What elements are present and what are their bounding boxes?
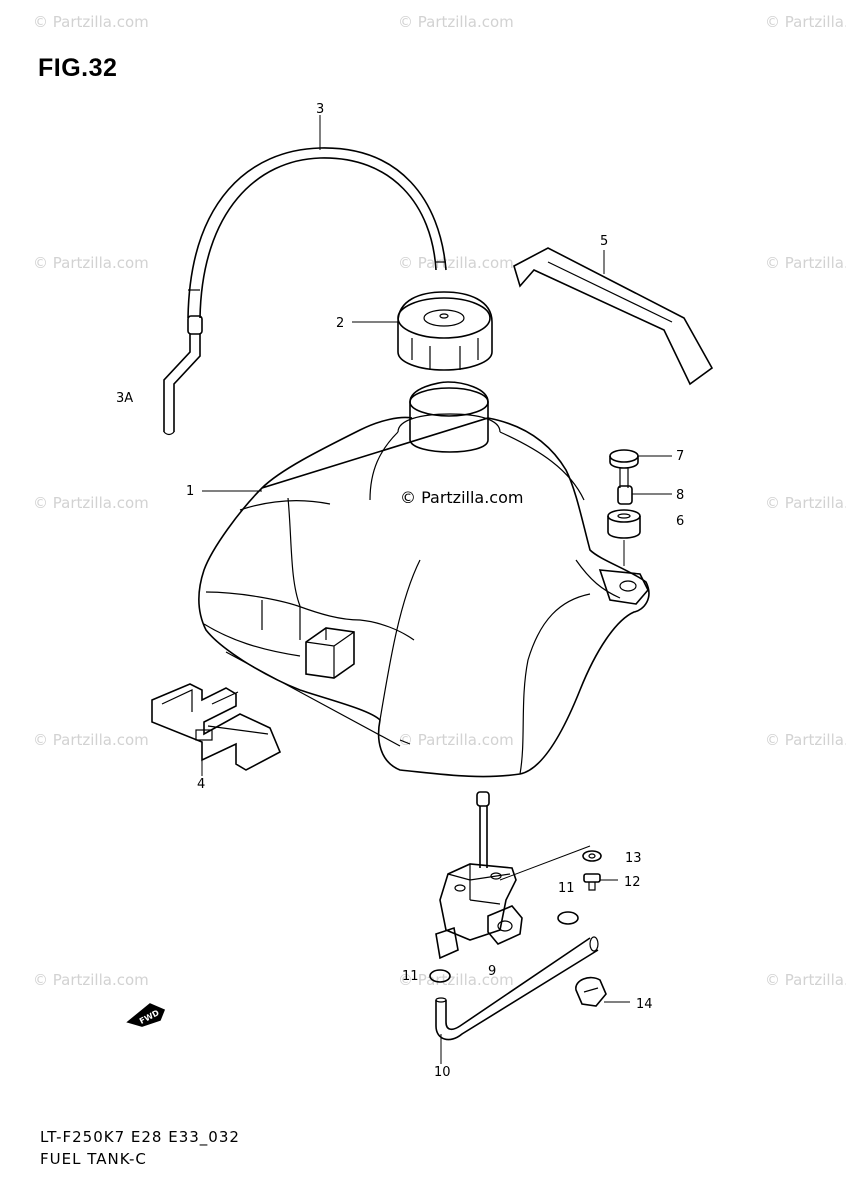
front-arrow-icon: FWD [126,1003,166,1027]
callout-5: 5 [600,234,608,249]
watermark: © Partzilla.com [33,13,149,31]
part-14-clamp [575,976,630,1007]
watermark: © Partzilla.com [398,13,514,31]
watermark: © Partzilla.com [33,971,149,989]
part-13-washer [582,850,602,862]
part-6-cushion [607,509,641,566]
part-5-strip [513,247,714,386]
callout-10: 10 [434,1065,451,1080]
watermark: © Partzilla.com [398,971,514,989]
part-12-screw [583,873,618,891]
callout-3a: 3A [116,391,133,406]
callout-7: 7 [676,449,684,464]
part-2-fuel-cap [352,291,493,371]
watermark: © Partzilla.com [765,494,846,512]
callout-1: 1 [186,484,194,499]
watermark-layer: © Partzilla.com © Partzilla.com © Partzi… [33,13,846,989]
part-8-collar [617,485,672,505]
callout-13: 13 [625,851,642,866]
callout-2: 2 [336,316,344,331]
part-1-fuel-tank [198,381,650,778]
part-11-clamp [429,911,579,983]
watermark: © Partzilla.com [765,254,846,272]
part-3-breather-hose [187,115,447,319]
watermark: © Partzilla.com [33,731,149,749]
figure-title: FIG.32 [38,54,118,82]
part-7-bolt [609,449,672,488]
callout-14: 14 [636,997,653,1012]
watermark: © Partzilla.com [398,254,514,272]
watermark: © Partzilla.com [33,254,149,272]
watermark: © Partzilla.com [765,971,846,989]
callout-6: 6 [676,514,684,529]
callout-11-lower: 11 [402,969,419,984]
callout-9: 9 [488,964,496,979]
callout-4: 4 [197,777,205,792]
callout-12: 12 [624,875,641,890]
watermark-center: © Partzilla.com [400,488,523,507]
callout-3: 3 [316,102,324,117]
callout-labels: 3 5 2 3A 7 1 8 6 4 13 11 12 9 11 14 10 [116,102,684,1080]
part-3a-hose-fitting [163,315,203,436]
watermark: © Partzilla.com [398,731,514,749]
figure-name: FUEL TANK-C [40,1150,147,1168]
watermark: © Partzilla.com [765,731,846,749]
watermark: © Partzilla.com [33,494,149,512]
part-9-fuel-valve [435,791,591,960]
part-10-fuel-hose [435,936,599,1064]
watermark: © Partzilla.com [765,13,846,31]
callout-11-upper: 11 [558,881,575,896]
figure-code: LT-F250K7 E28 E33_032 [40,1128,240,1146]
callout-8: 8 [676,488,684,503]
part-4-bracket [151,683,282,776]
